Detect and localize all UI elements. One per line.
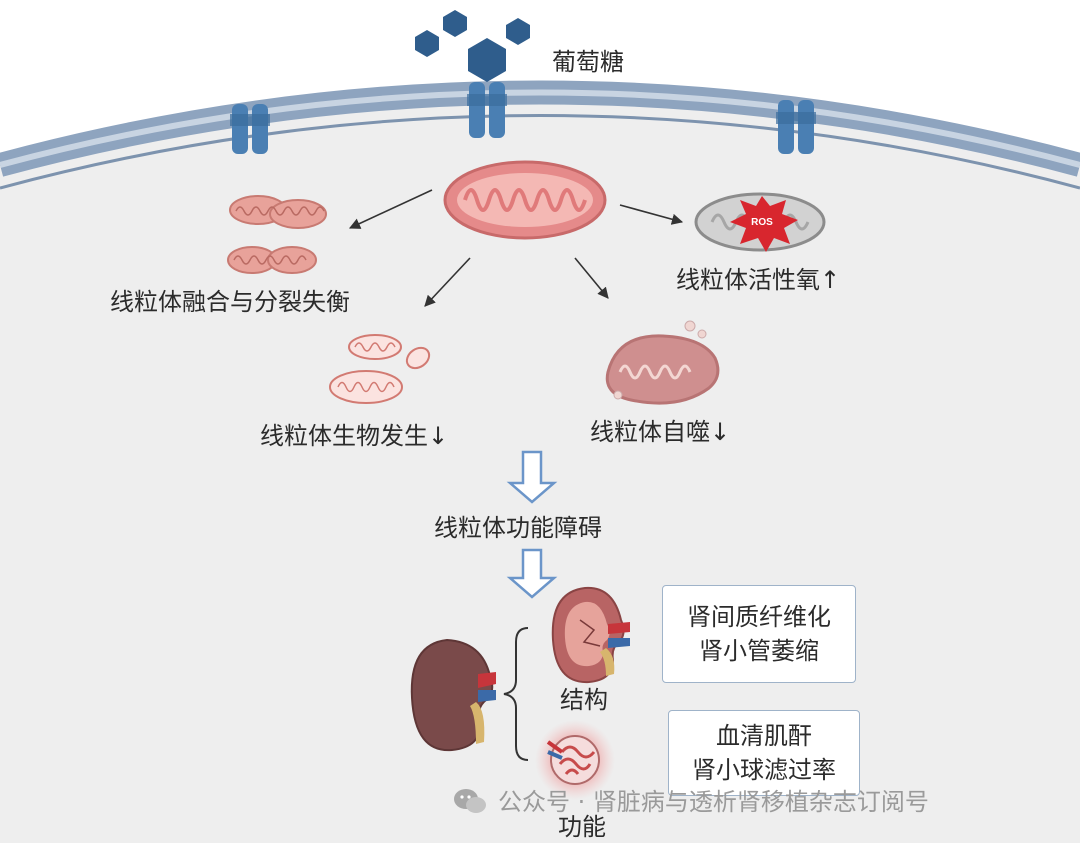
- structure-outcome-box: 肾间质纤维化 肾小管萎缩: [662, 585, 856, 683]
- label-ros: 线粒体活性氧↑: [676, 266, 841, 294]
- label-structure: 结构: [560, 686, 608, 714]
- ros-tag: ROS: [751, 217, 773, 228]
- mitochondrion-autophagy: [605, 320, 720, 405]
- function-outcome-box: 血清肌酐 肾小球滤过率: [668, 710, 860, 796]
- brace: [503, 627, 529, 761]
- structure-outcome-line2: 肾小管萎缩: [699, 637, 819, 665]
- label-glucose: 葡萄糖: [552, 48, 624, 76]
- down-arrow-2: [506, 548, 558, 599]
- channel-right: [776, 100, 816, 154]
- watermark: 公众号 · 肾脏病与透析肾移植杂志订阅号: [452, 787, 929, 817]
- function-outcome-line2: 肾小球滤过率: [692, 756, 836, 784]
- watermark-text: 公众号 · 肾脏病与透析肾移植杂志订阅号: [498, 788, 929, 816]
- label-biogenesis: 线粒体生物发生↓: [260, 422, 449, 450]
- kidney-section: [551, 586, 630, 684]
- mitochondria-biogenesis: [329, 334, 431, 404]
- function-outcome-line1: 血清肌酐: [716, 722, 812, 750]
- label-autophagy: 线粒体自噬↓: [590, 418, 731, 446]
- mitochondria-fission: [227, 195, 327, 274]
- pathway-arrows: [348, 189, 684, 307]
- label-fusion-fission: 线粒体融合与分裂失衡: [110, 288, 350, 316]
- wechat-icon: [454, 789, 486, 813]
- structure-outcome-line1: 肾间质纤维化: [687, 603, 831, 631]
- mitochondrion-ros: [694, 192, 826, 252]
- label-dysfunction: 线粒体功能障碍: [434, 514, 602, 542]
- glucose-molecules: [415, 10, 530, 82]
- ros-burst-icon: [730, 196, 798, 252]
- channel-left: [230, 104, 270, 154]
- down-arrow-1: [506, 450, 558, 504]
- glomerulus: [535, 720, 615, 800]
- mitochondrion-center: [443, 160, 607, 240]
- kidney-whole: [410, 638, 496, 752]
- label-function: 功能: [558, 813, 606, 841]
- channel-center: [467, 82, 507, 138]
